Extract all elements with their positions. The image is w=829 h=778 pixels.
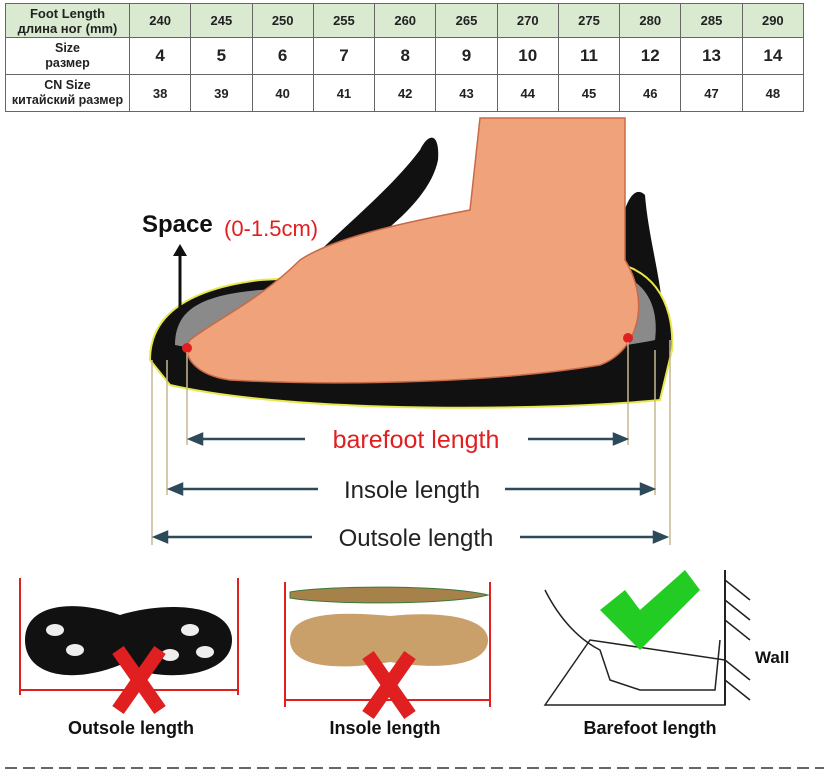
cell: 41 xyxy=(312,74,376,112)
cell: 13 xyxy=(680,37,743,75)
x-icon xyxy=(112,645,166,715)
cell: 4 xyxy=(128,37,192,75)
label-en: Foot Length xyxy=(29,5,106,21)
space-range: (0-1.5cm) xyxy=(224,216,318,241)
cell: 42 xyxy=(374,74,437,112)
outsole-length-label: Outsole length xyxy=(339,525,494,552)
cell: 245 xyxy=(190,3,253,38)
insole-length-label: Insole length xyxy=(344,477,480,504)
toe-point xyxy=(182,343,192,353)
space-label: Space xyxy=(142,211,213,238)
cell: 265 xyxy=(435,3,498,38)
shoe-illustration xyxy=(148,117,674,409)
dimension-arrows xyxy=(151,432,670,544)
cell: 11 xyxy=(557,37,621,75)
cell: 47 xyxy=(680,74,743,112)
cell: 44 xyxy=(496,74,559,112)
barefoot-length-label: barefoot length xyxy=(333,426,500,454)
heel-point xyxy=(623,333,633,343)
label-en: Size xyxy=(54,41,80,55)
space-arrow xyxy=(173,244,187,320)
cell: 280 xyxy=(619,3,682,38)
insole-photo xyxy=(284,582,491,707)
cell: 285 xyxy=(680,3,743,38)
caption-insole: Insole length xyxy=(329,718,440,738)
cell: 7 xyxy=(312,37,376,75)
guide-lines xyxy=(151,340,671,545)
x-icon xyxy=(362,650,416,720)
cell: 9 xyxy=(435,37,498,75)
cell: 46 xyxy=(619,74,682,112)
caption-outsole: Outsole length xyxy=(68,718,194,738)
caption-barefoot: Barefoot length xyxy=(584,718,717,738)
cell: 45 xyxy=(557,74,621,112)
cell: 40 xyxy=(251,74,314,112)
cell: 39 xyxy=(190,74,253,112)
cell: 255 xyxy=(312,3,376,38)
check-icon xyxy=(600,570,700,650)
barefoot-photo xyxy=(543,570,751,706)
cell: 275 xyxy=(557,3,621,38)
label-ru: китайский размер xyxy=(11,93,124,107)
cell: 8 xyxy=(374,37,437,75)
cell: 38 xyxy=(128,74,192,112)
cell: 48 xyxy=(741,74,805,112)
cell: 240 xyxy=(128,3,192,38)
cell: 250 xyxy=(251,3,314,38)
cell: 14 xyxy=(741,37,805,75)
label-ru: длина ног (mm) xyxy=(17,20,118,36)
cell: 6 xyxy=(251,37,314,75)
label-en: CN Size xyxy=(44,78,91,92)
label-ru: размер xyxy=(45,56,90,70)
wall-label: Wall xyxy=(755,648,789,667)
